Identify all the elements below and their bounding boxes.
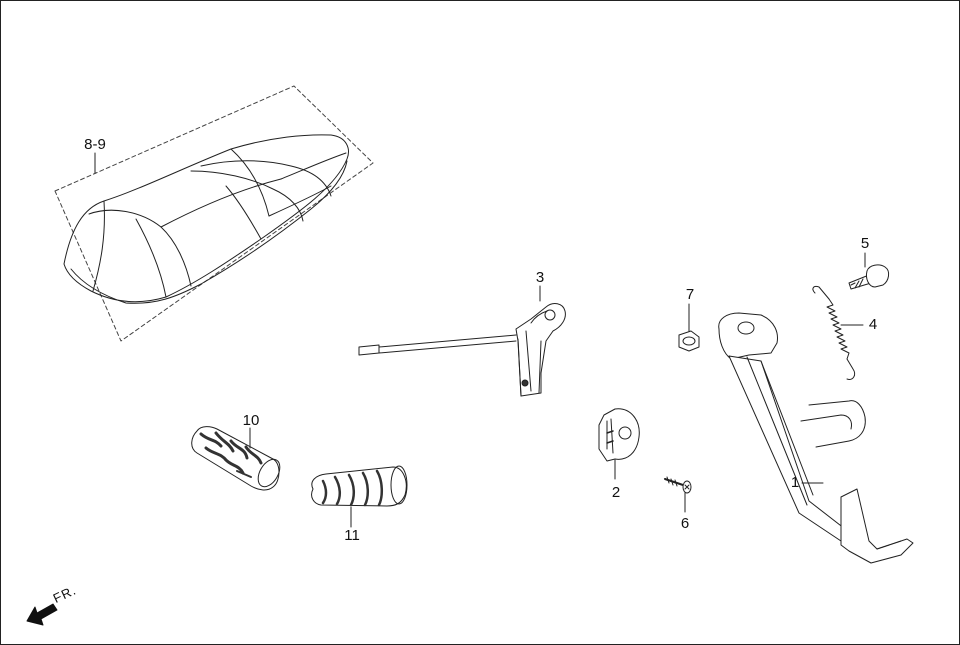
cover-drawing: [598, 408, 640, 462]
callout-cover: 2: [611, 484, 621, 501]
grip-left-drawing: [191, 426, 281, 491]
grip-right-drawing: [311, 465, 408, 507]
front-arrow-icon: [26, 603, 58, 626]
seat-drawing: [63, 134, 349, 304]
callout-nut: 7: [685, 286, 695, 303]
callout-side-stand: 1: [790, 474, 800, 491]
seat-group-box: [54, 85, 374, 342]
side-stand-drawing: [718, 312, 914, 564]
linkage-drawing: [358, 303, 566, 397]
callout-linkage: 3: [535, 269, 545, 286]
spring-drawing: [812, 286, 856, 380]
callout-pin: 5: [860, 235, 870, 252]
pin-drawing: [848, 264, 890, 290]
bolt-drawing: [664, 476, 692, 494]
callout-grip-left: 10: [242, 412, 260, 429]
callout-bolt: 6: [680, 515, 690, 532]
callout-grip-right: 11: [344, 527, 360, 544]
nut-drawing: [678, 330, 700, 352]
callout-seat: 8-9: [84, 136, 106, 153]
callout-spring: 4: [868, 316, 878, 333]
